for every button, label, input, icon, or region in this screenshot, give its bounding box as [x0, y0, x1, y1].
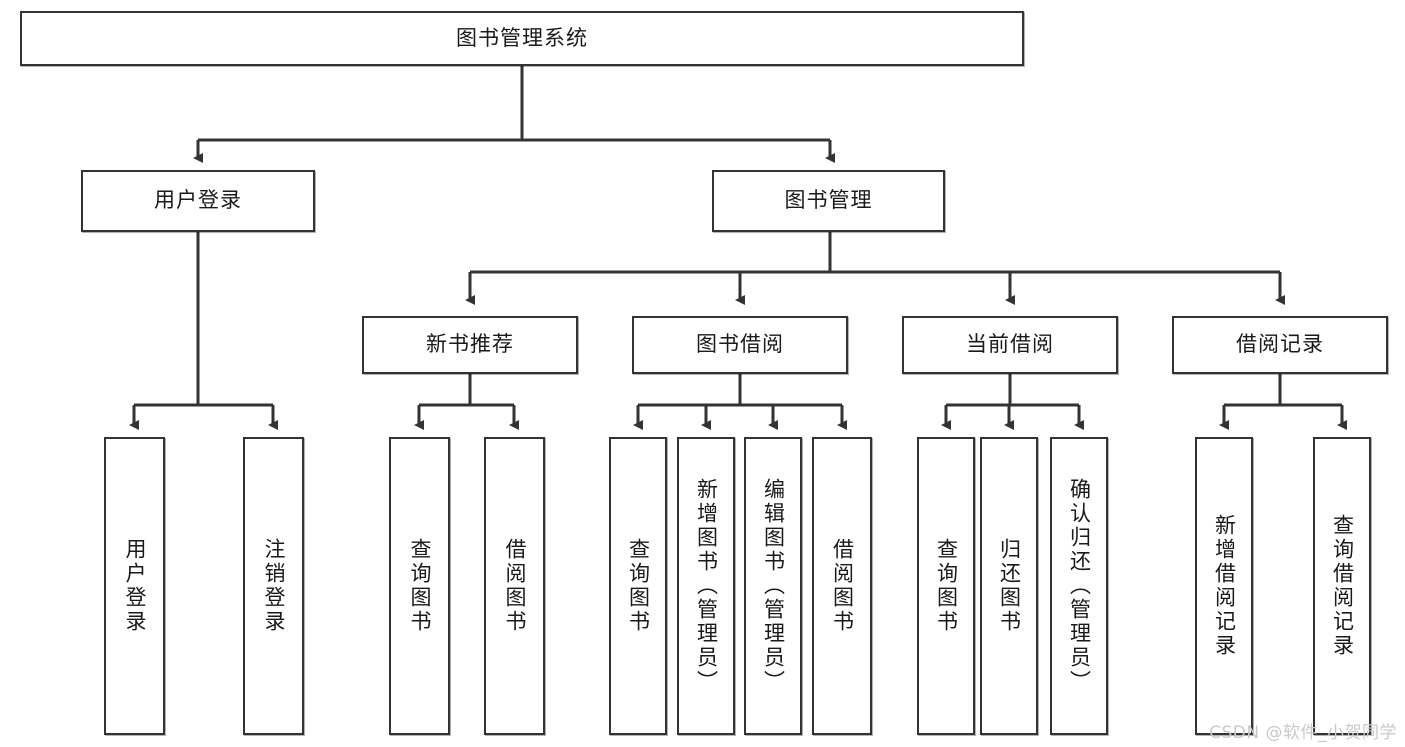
node-borrow-records[interactable]: 借阅记录 — [1172, 316, 1388, 374]
node-leaf-current-query-book-label: 查询图书 — [934, 538, 959, 634]
node-borrow-records-label: 借阅记录 — [1236, 332, 1324, 357]
node-leaf-records-query[interactable]: 查询借阅记录 — [1313, 437, 1371, 735]
node-book-borrow[interactable]: 图书借阅 — [632, 316, 848, 374]
node-leaf-borrow-edit-book-label: 编辑图书（管理员） — [761, 478, 786, 694]
node-book-management-label: 图书管理 — [784, 188, 873, 213]
node-leaf-user-login-label: 用户登录 — [123, 538, 147, 634]
node-leaf-borrow-query-book-label: 查询图书 — [626, 538, 651, 634]
node-book-management[interactable]: 图书管理 — [712, 170, 945, 232]
node-leaf-records-query-label: 查询借阅记录 — [1330, 514, 1355, 658]
node-root[interactable]: 图书管理系统 — [20, 11, 1024, 66]
node-new-book-recommend-label: 新书推荐 — [426, 332, 514, 357]
node-leaf-new-borrow-book-label: 借阅图书 — [503, 538, 527, 634]
node-current-borrow-label: 当前借阅 — [966, 332, 1054, 357]
node-leaf-borrow-borrow-book-label: 借阅图书 — [830, 538, 855, 634]
node-leaf-new-query-book[interactable]: 查询图书 — [389, 437, 450, 735]
node-user-login-label: 用户登录 — [154, 188, 242, 213]
node-leaf-new-borrow-book[interactable]: 借阅图书 — [484, 437, 545, 735]
node-leaf-records-add[interactable]: 新增借阅记录 — [1195, 437, 1253, 735]
node-leaf-current-confirm-return-label: 确认归还（管理员） — [1067, 478, 1092, 694]
node-leaf-borrow-query-book[interactable]: 查询图书 — [609, 437, 667, 735]
node-user-login[interactable]: 用户登录 — [81, 170, 315, 232]
node-leaf-new-query-book-label: 查询图书 — [408, 538, 432, 634]
node-leaf-user-logout[interactable]: 注销登录 — [243, 437, 304, 735]
node-leaf-records-add-label: 新增借阅记录 — [1212, 514, 1237, 658]
node-leaf-current-query-book[interactable]: 查询图书 — [917, 437, 975, 735]
node-leaf-current-confirm-return[interactable]: 确认归还（管理员） — [1050, 437, 1108, 735]
node-new-book-recommend[interactable]: 新书推荐 — [362, 316, 578, 374]
node-leaf-borrow-borrow-book[interactable]: 借阅图书 — [812, 437, 872, 735]
node-leaf-current-return-book[interactable]: 归还图书 — [980, 437, 1038, 735]
node-leaf-borrow-add-book[interactable]: 新增图书（管理员） — [677, 437, 735, 735]
node-current-borrow[interactable]: 当前借阅 — [902, 316, 1118, 374]
node-leaf-user-login[interactable]: 用户登录 — [104, 437, 165, 735]
node-book-borrow-label: 图书借阅 — [696, 332, 784, 357]
node-leaf-user-logout-label: 注销登录 — [262, 538, 286, 634]
node-leaf-borrow-add-book-label: 新增图书（管理员） — [694, 478, 719, 694]
node-leaf-borrow-edit-book[interactable]: 编辑图书（管理员） — [744, 437, 802, 735]
node-leaf-current-return-book-label: 归还图书 — [997, 538, 1022, 634]
node-root-label: 图书管理系统 — [456, 25, 588, 50]
